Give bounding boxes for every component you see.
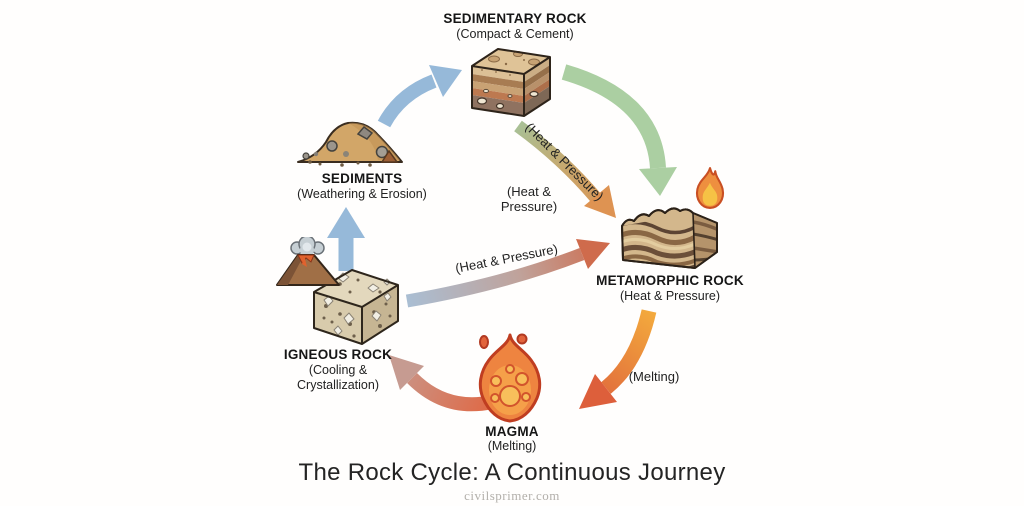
- sedimentary-rock-process: (Compact & Cement): [456, 27, 574, 41]
- sediments-process: (Weathering & Erosion): [297, 187, 427, 201]
- igneous-rock-label: IGNEOUS ROCK: [283, 347, 393, 362]
- volcano-icon: [276, 237, 340, 286]
- sediments-label: SEDIMENTS: [321, 171, 403, 186]
- igneous-rock-cube-icon: [313, 269, 399, 345]
- melting-label-arrow: (Melting): [628, 369, 680, 384]
- arrow-igneous-to-sediments: [327, 207, 365, 271]
- sedimentary-rock-cube-icon: [471, 48, 551, 117]
- magma-label: MAGMA: [485, 424, 539, 439]
- magma-flame-icon: [478, 333, 542, 423]
- metamorphic-rock-process: (Heat & Pressure): [619, 289, 721, 303]
- heat-pressure-label-static: (Heat & Pressure): [500, 184, 558, 215]
- metamorphic-rock-label: METAMORPHIC ROCK: [596, 273, 744, 288]
- watermark-text: civilsprimer.com: [464, 488, 560, 503]
- sedimentary-rock-label: SEDIMENTARY ROCK: [443, 11, 587, 26]
- flame-icon: [695, 167, 725, 209]
- igneous-rock-process: (Cooling & Crystallization): [297, 363, 379, 392]
- arrow-sedimentary-to-metamorphic-outer: [561, 64, 677, 196]
- arrow-igneous-to-metamorphic: [405, 239, 610, 308]
- metamorphic-rock-icon: [621, 207, 718, 269]
- sediment-pile-icon: [297, 121, 403, 167]
- magma-process: (Melting): [487, 439, 537, 453]
- diagram-title: The Rock Cycle: A Continuous Journey: [298, 459, 726, 486]
- arrow-sediments-to-sedimentary: [377, 65, 462, 128]
- arrow-magma-to-igneous: [389, 355, 494, 412]
- arrow-sedimentary-to-metamorphic-inner: [514, 120, 616, 218]
- arrow-metamorphic-to-magma: [579, 309, 657, 409]
